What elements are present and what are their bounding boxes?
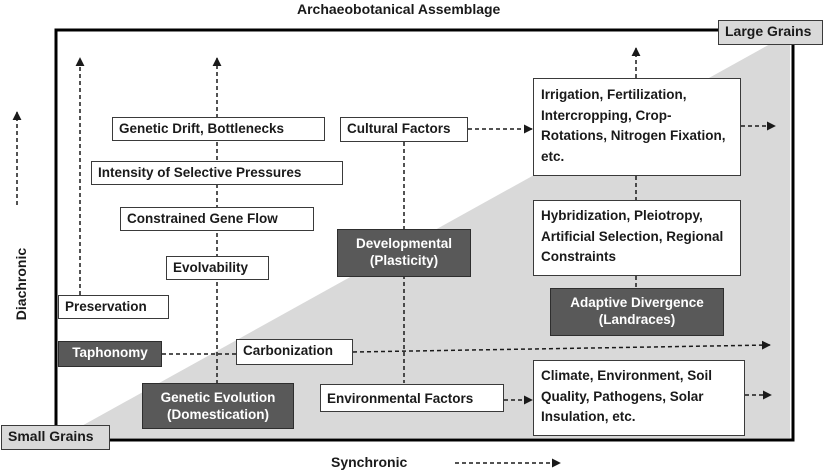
diagram-frame — [54, 28, 795, 442]
evolvability-box: Evolvability — [166, 256, 269, 280]
diagram-title: Archaeobotanical Assemblage — [297, 1, 501, 17]
cultural-factors-box: Cultural Factors — [340, 117, 468, 142]
constrained-gene-flow-box: Constrained Gene Flow — [120, 207, 314, 231]
genetic-evolution-box: Genetic Evolution (Domestication) — [142, 383, 294, 429]
y-axis-label: Diachronic — [13, 247, 29, 321]
climate-box: Climate, Environment, Soil Quality, Path… — [533, 360, 745, 436]
irrigation-box: Irrigation, Fertilization, Intercropping… — [533, 78, 741, 176]
large-grains-label: Large Grains — [718, 20, 823, 45]
carbonization-box: Carbonization — [236, 339, 353, 365]
developmental-box: Developmental (Plasticity) — [337, 229, 471, 277]
hybridization-box: Hybridization, Pleiotropy, Artificial Se… — [533, 200, 741, 276]
preservation-box: Preservation — [58, 295, 169, 319]
adaptive-divergence-box: Adaptive Divergence (Landraces) — [550, 288, 724, 336]
x-axis-label: Synchronic — [331, 454, 408, 470]
taphonomy-box: Taphonomy — [58, 341, 162, 367]
intensity-selective-pressures-box: Intensity of Selective Pressures — [91, 161, 343, 185]
genetic-drift-box: Genetic Drift, Bottlenecks — [112, 117, 325, 141]
small-grains-label: Small Grains — [1, 425, 110, 450]
environmental-factors-box: Environmental Factors — [320, 384, 504, 412]
